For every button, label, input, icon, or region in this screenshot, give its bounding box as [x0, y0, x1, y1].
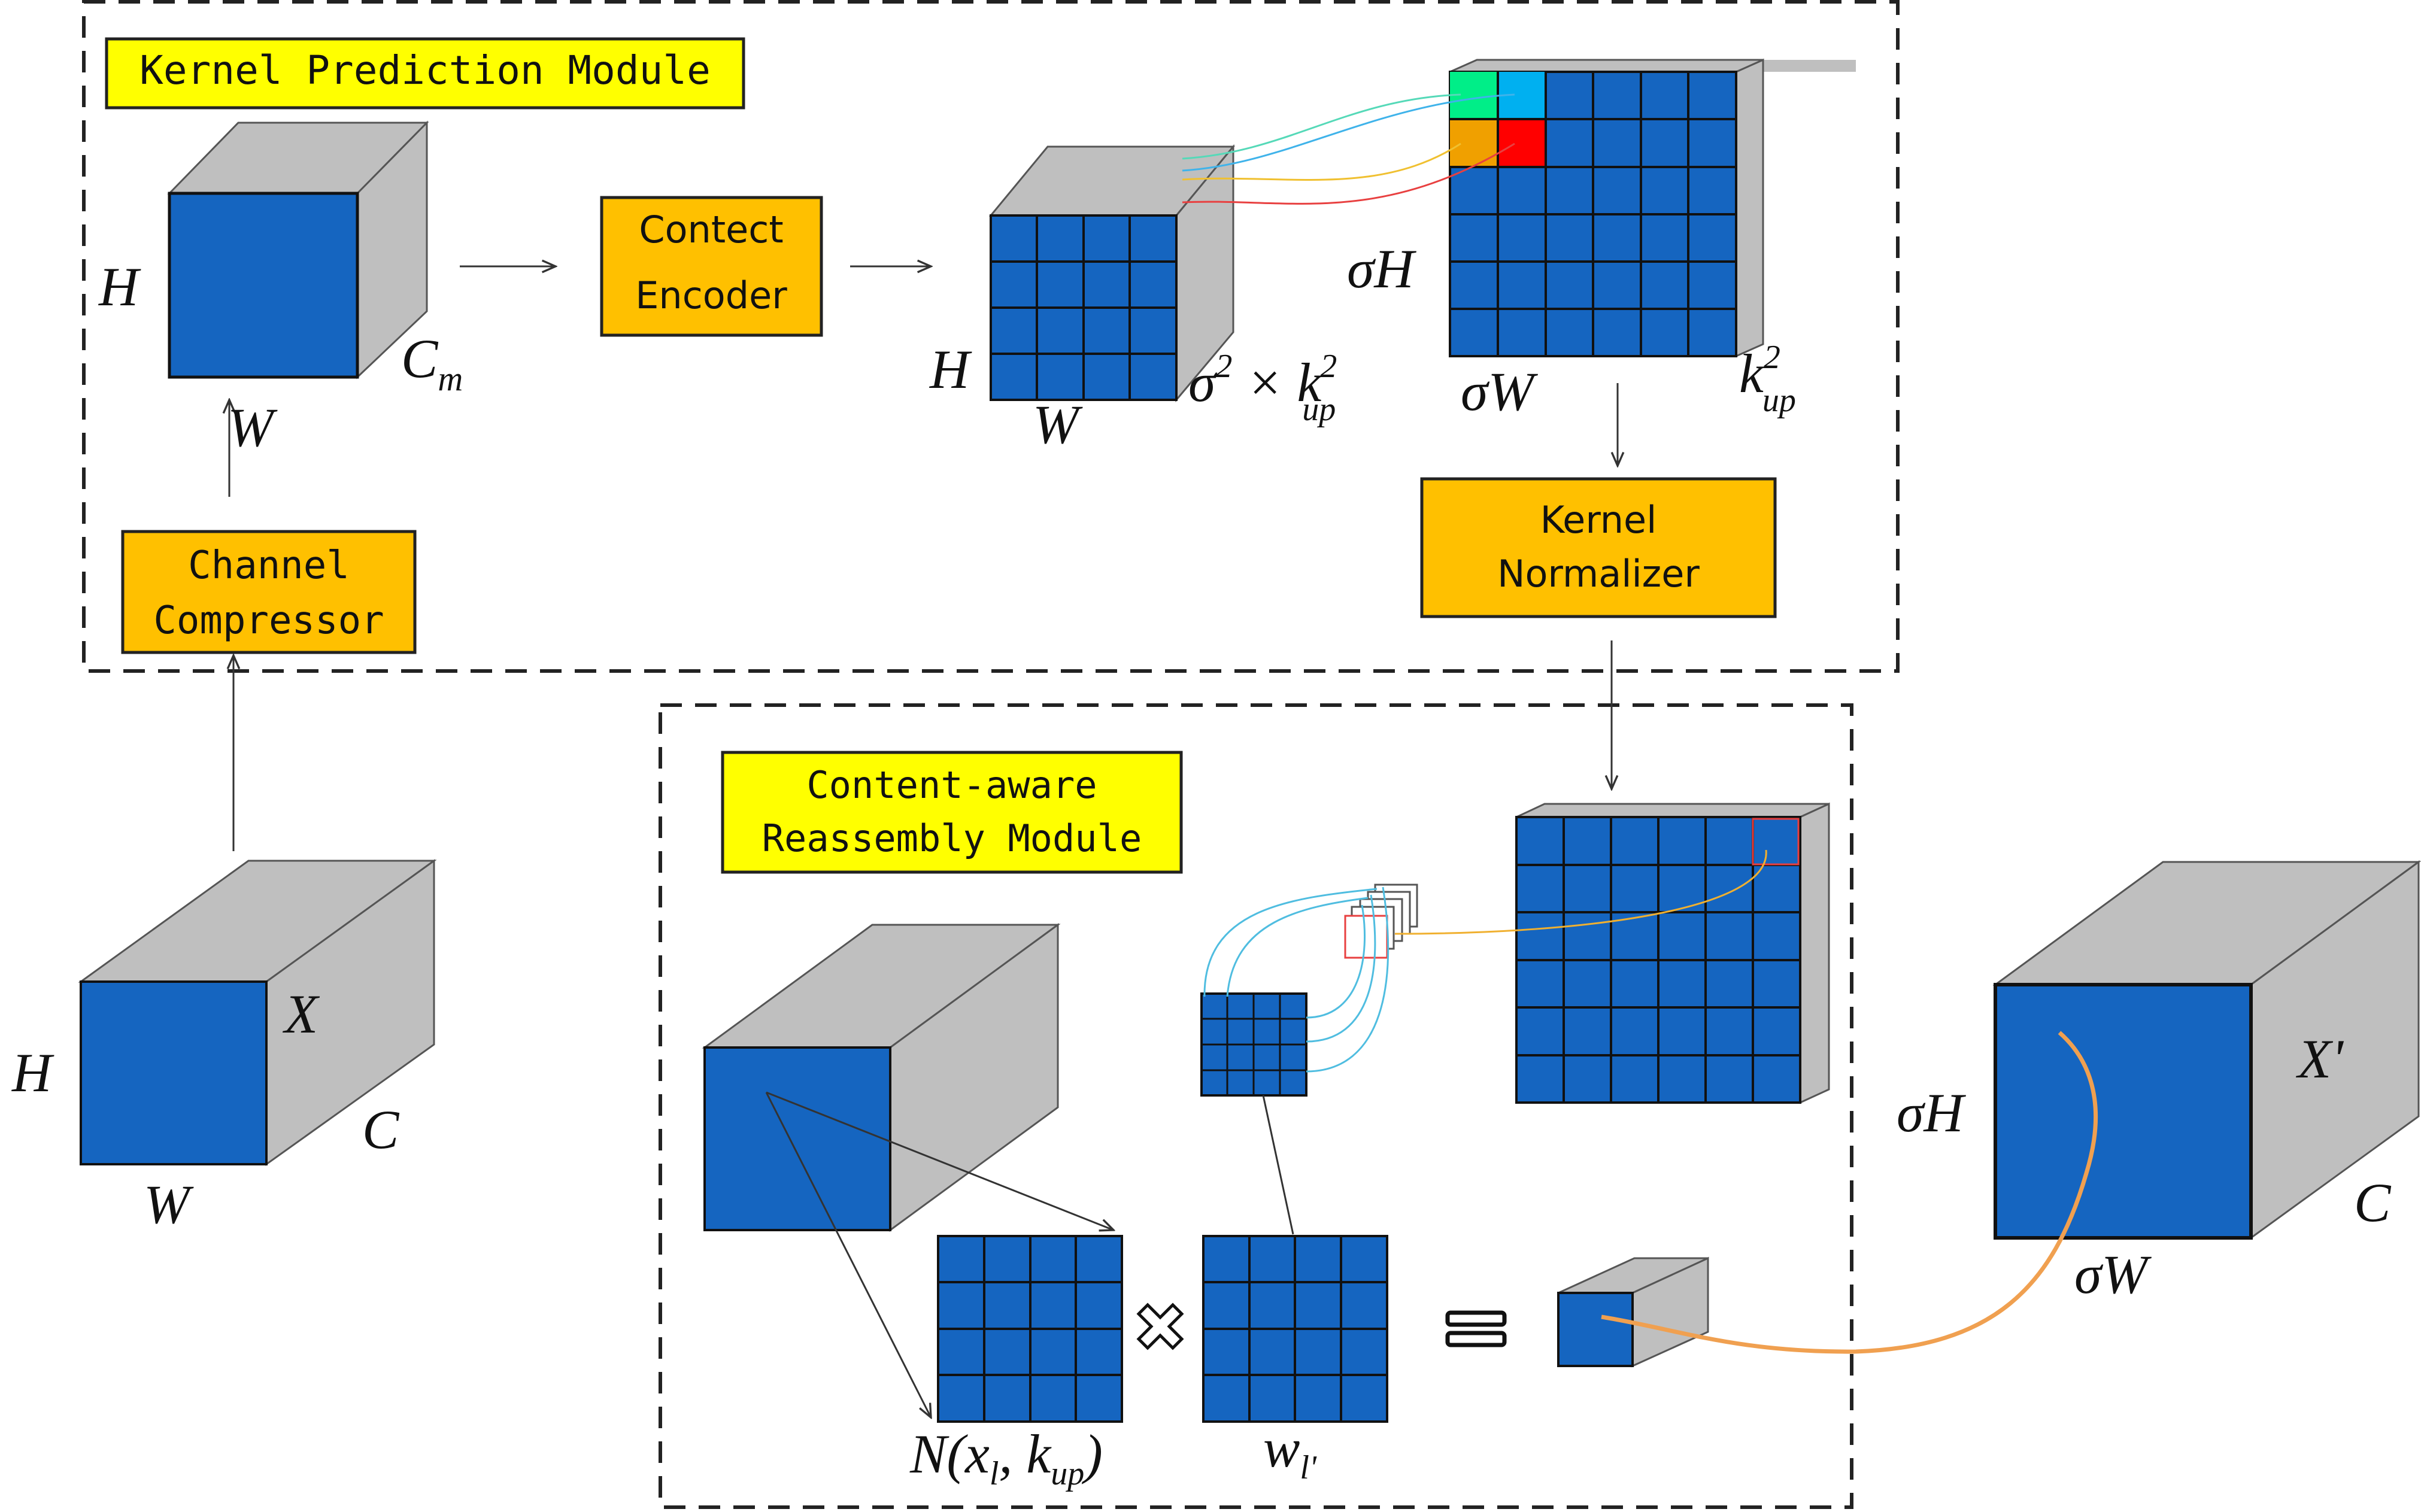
input-h-label: H [11, 1042, 54, 1103]
kernels-w-label: W [1033, 394, 1083, 455]
content-encoder-block [600, 196, 823, 337]
reshaped-sigmah-label: σH [1347, 238, 1416, 299]
reshaped-sigmaw-label: σW [1461, 361, 1538, 422]
neighborhood-grid [937, 1235, 1123, 1423]
output-sigmah-label: σH [1897, 1082, 1966, 1143]
neighborhood-label: N(xl, kup) [909, 1423, 1103, 1492]
output-feature-map [1992, 860, 2421, 1240]
input-x-label: X [282, 983, 320, 1045]
multiply-icon [1136, 1302, 1184, 1350]
kernel-weights-label: wl' [1263, 1417, 1317, 1486]
kernel-normalizer-block [1420, 477, 1777, 618]
kernel-reshape-connectors [1182, 93, 1515, 205]
equals-icon [1445, 1310, 1507, 1347]
input-w-label: W [144, 1174, 194, 1235]
content-encoder-line2: Encoder [635, 274, 787, 317]
reshaped-kernel-map [1449, 58, 1856, 358]
small-kernel-grid [1200, 992, 1307, 1097]
predicted-kernels-cube [988, 144, 1236, 403]
reassembly-input-map [702, 923, 1061, 1232]
channel-compressor-line1: Channel [188, 544, 350, 588]
arrow-neighborhood-2 [765, 1092, 931, 1417]
reassembly-title-line1: Content-aware [806, 763, 1097, 807]
channel-compressor-block [121, 530, 417, 654]
compressed-cm-label: Cm [401, 328, 463, 398]
content-encoder-line1: Contect [639, 208, 783, 251]
compressed-feature-map [167, 120, 429, 379]
channel-compressor-line2: Compressor [153, 599, 384, 643]
compressed-w-label: W [227, 397, 278, 458]
output-placement-curve [1601, 1031, 2098, 1354]
arrow-neighborhood-1 [766, 1091, 1114, 1230]
kernel-prediction-module-border [82, 0, 1900, 673]
kernel-stack [1344, 883, 1418, 959]
input-feature-map-x [78, 859, 437, 1166]
input-c-label: C [362, 1099, 400, 1160]
normalized-kernel-map [1515, 802, 1830, 1104]
kernels-h-label: H [929, 339, 972, 400]
reassembly-title-line2: Reassembly Module [762, 816, 1142, 860]
kernel-prediction-title: Kernel Prediction Module [139, 47, 711, 93]
output-xprime-label: X' [2295, 1028, 2344, 1089]
kernel-prediction-title-box [105, 37, 745, 110]
small-grid-to-weights-line [1262, 1095, 1294, 1235]
reassembly-title-box [721, 751, 1183, 874]
output-pixel-cube [1557, 1256, 1709, 1368]
reassembly-module-border [659, 703, 1853, 1509]
kernel-normalizer-line1: Kernel [1540, 498, 1657, 542]
small-grid-connectors [1203, 886, 1390, 1073]
kernel-extract-curve [1394, 849, 1767, 935]
kernel-normalizer-line2: Normalizer [1497, 552, 1700, 596]
kernel-weights-grid [1202, 1235, 1388, 1423]
output-sigmaw-label: σW [2074, 1244, 2152, 1305]
output-c-label: C [2354, 1172, 2392, 1233]
compressed-h-label: H [98, 256, 141, 317]
